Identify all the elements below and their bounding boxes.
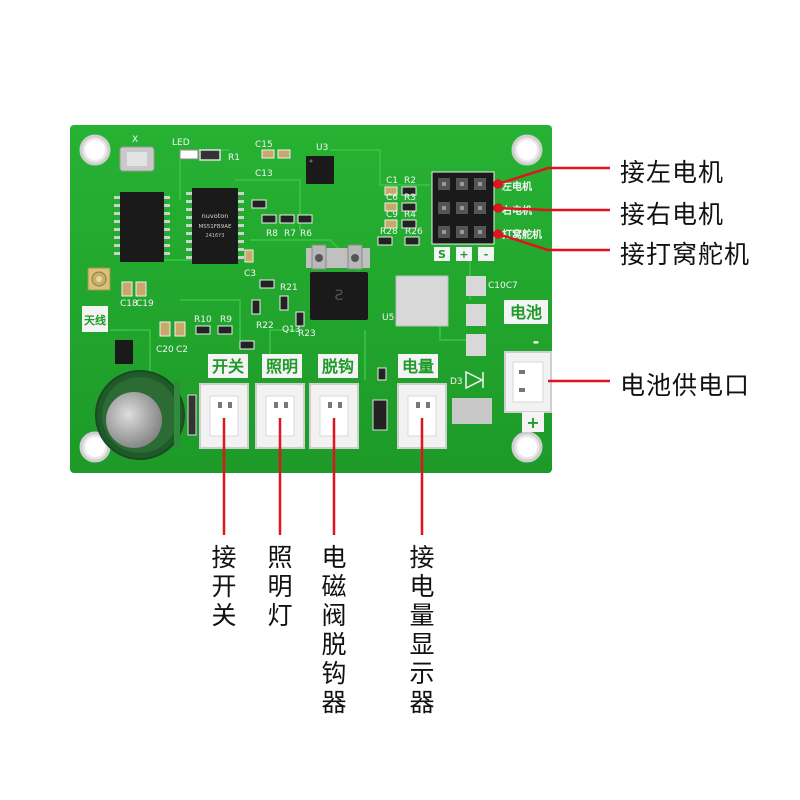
svg-text:C15: C15 xyxy=(255,140,273,150)
electrolytic-capacitor xyxy=(95,370,185,460)
silk-label-level: 电量 xyxy=(402,357,434,376)
svg-text:右电机: 右电机 xyxy=(501,204,532,217)
silk-label-lighting: 照明 xyxy=(266,357,298,376)
svg-text:X: X xyxy=(132,135,138,145)
regulator-u5: Ƨ xyxy=(306,244,370,320)
svg-text:R9: R9 xyxy=(220,315,232,325)
svg-text:LED: LED xyxy=(172,138,190,148)
svg-text:电池: 电池 xyxy=(510,303,542,322)
svg-text:R26: R26 xyxy=(405,227,423,237)
svg-text:R2: R2 xyxy=(404,176,416,186)
silk-label-unhook: 脱钩 xyxy=(322,357,354,376)
smd-components xyxy=(115,149,420,436)
svg-text:C1: C1 xyxy=(386,176,398,186)
mounting-holes xyxy=(79,134,543,463)
diode-d3 xyxy=(465,370,484,390)
svg-text:U5: U5 xyxy=(382,313,394,323)
svg-text:R4: R4 xyxy=(404,210,416,220)
svg-text:+: + xyxy=(459,248,468,261)
chip-code: 2416Y3 xyxy=(206,233,225,239)
svg-text:-: - xyxy=(533,332,540,351)
callout-line-servo xyxy=(497,232,610,252)
svg-text:R22: R22 xyxy=(256,321,274,331)
callout-line-left-motor xyxy=(497,166,610,186)
callout-line-right-motor xyxy=(497,206,610,212)
svg-text:U3: U3 xyxy=(316,143,328,153)
svg-text:R7: R7 xyxy=(284,229,296,239)
svg-text:R8: R8 xyxy=(266,229,278,239)
header-polarity: S + - xyxy=(434,247,494,261)
svg-text:R10: R10 xyxy=(194,315,212,325)
silk-refs: X LED R1 C15 C13 U3 C1 R2 C6 R3 C9 R4 R2… xyxy=(120,135,518,387)
svg-text:C20: C20 xyxy=(156,345,174,355)
svg-text:R3: R3 xyxy=(404,193,416,203)
svg-text:C9: C9 xyxy=(386,210,398,220)
connector-battery xyxy=(504,351,552,413)
svg-text:C10C7: C10C7 xyxy=(488,281,518,291)
chip-left xyxy=(114,192,170,262)
svg-text:Ƨ: Ƨ xyxy=(335,288,344,304)
silk-function-labels: 开关 照明 脱钩 电量 xyxy=(208,354,438,378)
connector-unhook xyxy=(309,383,359,449)
svg-text:C19: C19 xyxy=(136,299,154,309)
chip-brand: nuvoton xyxy=(202,212,229,220)
svg-text:天线: 天线 xyxy=(84,313,106,327)
svg-text:R28: R28 xyxy=(380,227,398,237)
svg-text:打窝舵机: 打窝舵机 xyxy=(502,228,542,241)
svg-text:R21: R21 xyxy=(280,283,298,293)
copper-pads xyxy=(395,275,492,424)
chip-part: MS51FB9AE xyxy=(199,224,232,230)
silk-antenna-label: 天线 xyxy=(82,306,108,332)
callout-left-motor: 接左电机 xyxy=(620,158,725,187)
svg-text:左电机: 左电机 xyxy=(501,180,532,193)
mcu-chip: nuvoton MS51FB9AE 2416Y3 xyxy=(186,188,244,264)
callout-right-motor: 接右电机 xyxy=(620,200,725,229)
silk-label-switch: 开关 xyxy=(212,357,244,376)
svg-text:S: S xyxy=(438,248,446,261)
header-pins xyxy=(431,171,495,245)
callout-servo: 接打窝舵机 xyxy=(620,240,751,269)
silk-battery-label: 电池 - + xyxy=(504,300,548,432)
svg-text:+: + xyxy=(526,413,539,432)
callout-solenoid: 电磁阀脱钩器 xyxy=(321,543,347,717)
svg-text:-: - xyxy=(484,248,489,261)
callout-lighting: 照明灯 xyxy=(267,543,293,630)
svg-text:C13: C13 xyxy=(255,169,273,179)
callout-level-display: 接电量显示器 xyxy=(409,543,435,717)
antenna-connector xyxy=(87,267,111,291)
svg-text:C3: C3 xyxy=(244,269,256,279)
svg-text:Q13: Q13 xyxy=(282,325,301,335)
svg-text:C18: C18 xyxy=(120,299,138,309)
svg-text:D3: D3 xyxy=(450,377,463,387)
svg-text:C2: C2 xyxy=(176,345,188,355)
callout-switch: 接开关 xyxy=(211,543,237,630)
svg-text:R23: R23 xyxy=(298,329,316,339)
svg-text:C6: C6 xyxy=(386,193,398,203)
led xyxy=(179,149,199,160)
callout-battery-port: 电池供电口 xyxy=(620,371,751,400)
svg-text:R6: R6 xyxy=(300,229,312,239)
svg-text:R1: R1 xyxy=(228,153,240,163)
chip-u3 xyxy=(306,156,334,184)
callout-lines xyxy=(222,166,610,535)
